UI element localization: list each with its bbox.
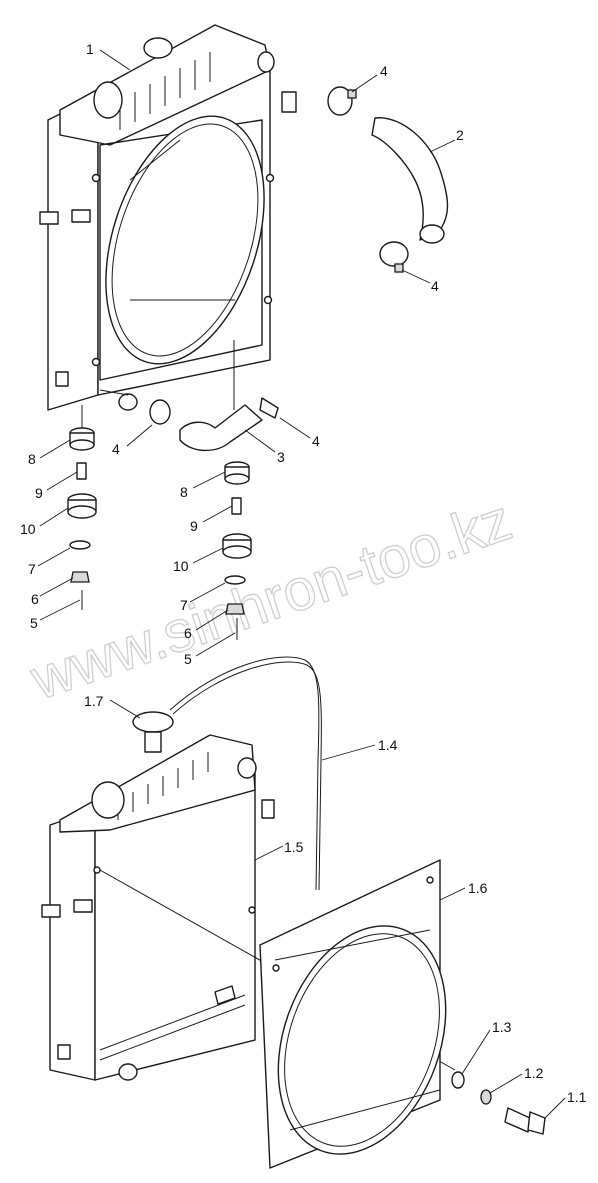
callout-10-right: 10	[173, 558, 189, 574]
callout-7-left: 7	[28, 561, 36, 577]
callout-4-upper-clamp: 4	[380, 63, 388, 79]
radiator-assembly-bottom	[41, 711, 456, 1081]
callout-8-right: 8	[180, 484, 188, 500]
callout-10-left: 10	[20, 521, 36, 537]
callout-4-outlet-clamp: 4	[112, 441, 120, 457]
callout-1: 1	[86, 41, 94, 57]
callout-6-left: 6	[31, 591, 39, 607]
callout-5-left: 5	[30, 615, 38, 631]
callout-9-right: 9	[190, 518, 198, 534]
callout-9-left: 9	[35, 485, 43, 501]
mount-stack-left	[67, 405, 97, 610]
lower-hose	[149, 397, 279, 452]
overflow-tube	[169, 656, 322, 891]
callout-5-right: 5	[184, 651, 192, 667]
leader-lines	[37, 49, 566, 1119]
mount-stack-right	[222, 461, 252, 640]
callout-1-6: 1.6	[468, 880, 488, 896]
callout-1-7: 1.7	[84, 693, 104, 709]
callout-7-right: 7	[180, 597, 188, 613]
callout-3: 3	[277, 449, 285, 465]
shroud-fasteners	[451, 1071, 546, 1135]
callout-4-hose-clamp: 4	[312, 433, 320, 449]
callout-1-5: 1.5	[284, 839, 304, 855]
callout-1-2: 1.2	[524, 1065, 544, 1081]
watermark-text: www.sinhron-too.kz	[22, 487, 520, 712]
callout-2: 2	[456, 127, 464, 143]
callout-1-4: 1.4	[378, 737, 398, 753]
radiator-assembly-top	[39, 24, 297, 411]
callout-labels: 1 2 3 4 4 4 4 8 9 10 7 6 5 8 9 10 7 6 5 …	[20, 41, 587, 1105]
callout-8-left: 8	[28, 451, 36, 467]
callout-1-1: 1.1	[567, 1089, 587, 1105]
upper-hose	[327, 86, 449, 273]
callout-6-right: 6	[184, 625, 192, 641]
callout-4-lower-clamp: 4	[431, 278, 439, 294]
fan-shroud	[259, 859, 447, 1169]
callout-1-3: 1.3	[492, 1019, 512, 1035]
